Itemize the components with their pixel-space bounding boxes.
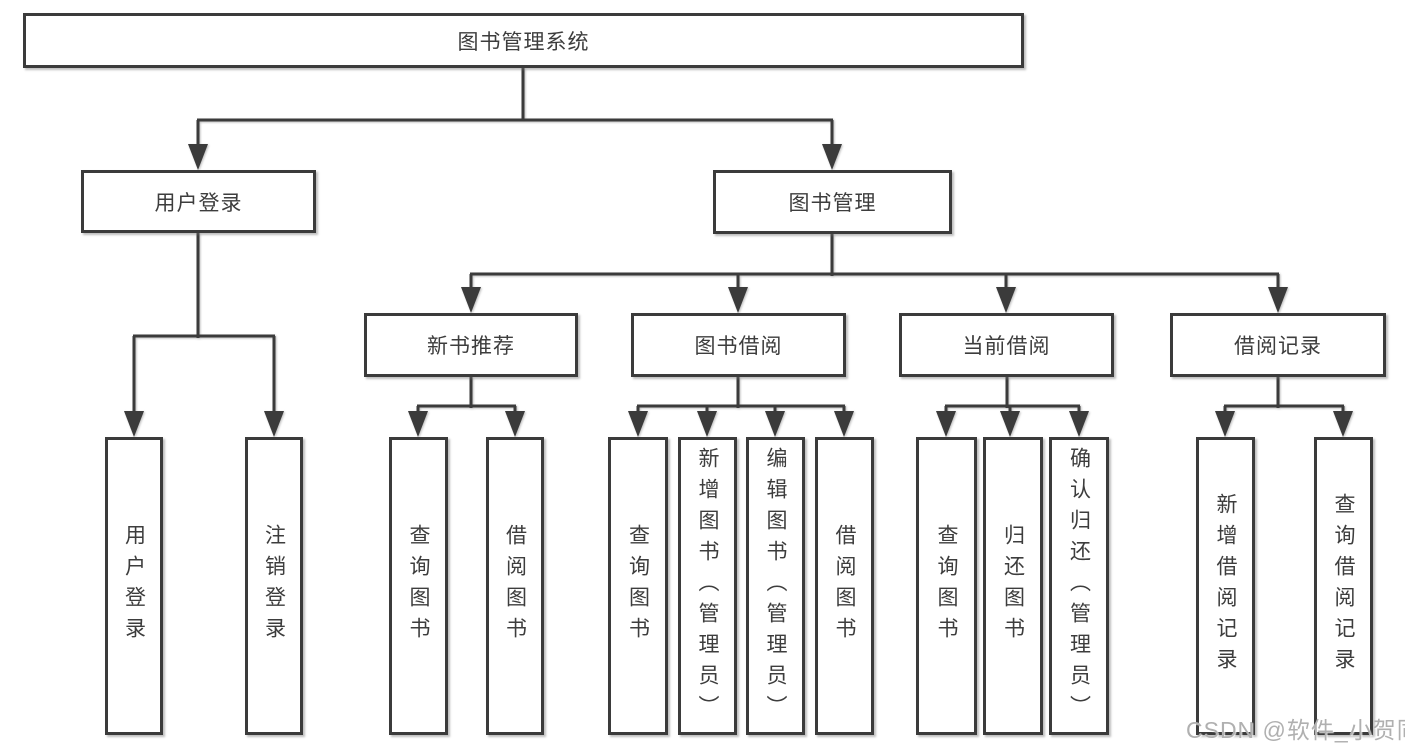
leaf-label: 查询图书 [935,524,958,648]
leaf-label: 用户登录 [122,524,146,648]
leaf-label: 查询借阅记录 [1332,493,1355,679]
leaf-label: 查询图书 [407,524,430,648]
connector-current-borrowing-children [936,377,1089,437]
connector-borrowing-records-children [1215,377,1353,437]
leaf-return-books: 归还图书 [983,437,1043,735]
node-book-borrowing: 图书借阅 [631,313,846,377]
leaf-borrow-books-recommend: 借阅图书 [486,437,544,735]
leaf-label: 注销登录 [262,524,286,648]
connector-new-book-recommendation-children [408,377,525,437]
connector-root-to-branches [188,68,842,170]
leaf-label: 借阅图书 [833,524,856,648]
leaf-add-borrowing-record: 新增借阅记录 [1196,437,1255,735]
node-current-borrowing: 当前借阅 [899,313,1114,377]
node-borrowing-records: 借阅记录 [1170,313,1386,377]
leaf-confirm-return-admin: 确认归还（管理员） [1049,437,1109,735]
leaf-query-books-current: 查询图书 [916,437,977,735]
leaf-query-borrowing-record: 查询借阅记录 [1314,437,1373,735]
node-label: 用户登录 [154,191,243,215]
leaf-borrow-books: 借阅图书 [815,437,874,735]
leaf-label: 借阅图书 [503,524,527,648]
leaf-label: 新增借阅记录 [1214,493,1237,679]
leaf-label: 新增图书（管理员） [696,446,719,726]
node-user-login: 用户登录 [81,170,316,233]
leaf-label: 编辑图书（管理员） [764,446,787,726]
csdn-watermark: CSDN @软件_小贺同学 [1186,717,1405,743]
leaf-label: 归还图书 [1001,524,1025,648]
node-library-management-system: 图书管理系统 [23,13,1024,68]
leaf-label: 查询图书 [626,524,650,648]
node-label: 图书管理 [788,192,877,215]
leaf-query-books-recommend: 查询图书 [389,437,448,735]
leaf-user-login: 用户登录 [105,437,163,735]
node-label: 图书借阅 [694,335,783,358]
node-new-book-recommendation: 新书推荐 [364,313,578,377]
leaf-label: 确认归还（管理员） [1067,446,1091,726]
node-label: 新书推荐 [427,335,515,358]
connector-book-borrowing-children [628,377,854,437]
leaf-add-book-admin: 新增图书（管理员） [678,437,737,735]
leaf-edit-book-admin: 编辑图书（管理员） [746,437,805,735]
node-label: 借阅记录 [1234,335,1322,358]
connector-book-management-children [461,234,1288,313]
connector-user-login-children [124,233,284,437]
node-label: 图书管理系统 [457,30,590,54]
node-label: 当前借阅 [962,335,1051,358]
leaf-query-books-borrowing: 查询图书 [608,437,668,735]
leaf-logout-login: 注销登录 [245,437,303,735]
node-book-management: 图书管理 [713,170,952,234]
